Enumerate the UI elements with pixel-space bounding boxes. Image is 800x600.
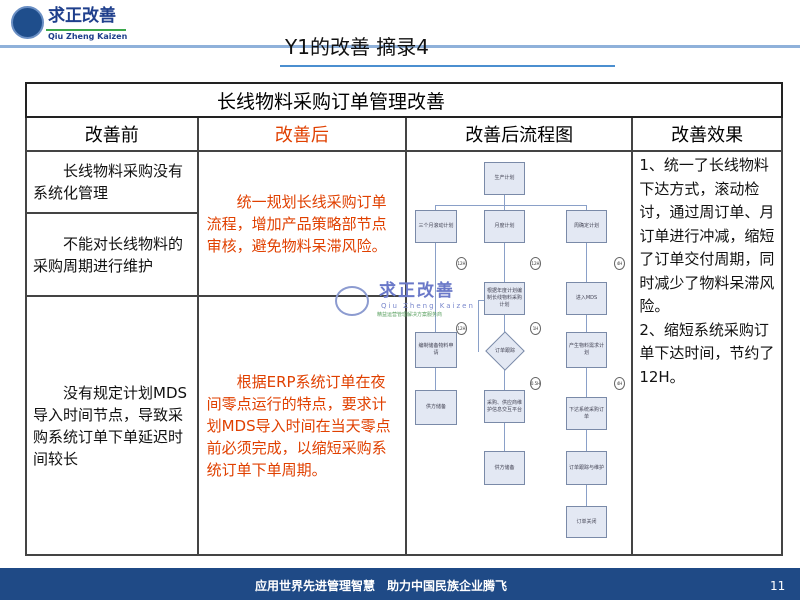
watermark-emblem-icon <box>335 286 369 316</box>
process-flowchart: 生产计划 三个月滚动计划 月度计划 周确定计划 编制储备物料申请 根据年度计划编… <box>408 152 631 554</box>
footer-slogan: 应用世界先进管理智慧 助力中国民族企业腾飞 <box>255 579 508 593</box>
time-badge: 12H <box>456 257 467 270</box>
header-effect: 改善效果 <box>631 116 783 152</box>
flow-box: 生产计划 <box>484 162 525 195</box>
flow-decision-label: 订单跟踪 <box>494 348 515 354</box>
watermark-cn: 求正改善 <box>379 281 455 301</box>
flow-box: 供方储备 <box>484 451 525 485</box>
slide-title: Y1的改善 摘录4 <box>285 35 430 59</box>
logo: 求正改善 Qiu Zheng Kaizen <box>6 4 196 44</box>
flow-box: 采购、供应商维护信息交互平台 <box>484 390 525 423</box>
time-badge: 1H <box>530 322 541 335</box>
watermark-sub: 精益运营管理解决方案服务商 <box>377 312 443 318</box>
time-badge: 4H <box>614 377 625 390</box>
title-underline <box>280 65 615 67</box>
flow-box: 三个月滚动计划 <box>415 210 457 243</box>
time-badge: 12H <box>456 322 467 335</box>
before-cell: 长线物料采购没有系统化管理 <box>25 150 199 214</box>
logo-en: Qiu Zheng Kaizen <box>48 32 128 41</box>
flow-box: 月度计划 <box>484 210 525 243</box>
logo-divider <box>46 29 126 31</box>
after-cell: 根据ERP系统订单在夜间零点运行的特点，要求计划MDS导入时间在当天零点前必须完… <box>196 295 408 556</box>
footer: 应用世界先进管理智慧 助力中国民族企业腾飞 11 <box>0 568 800 600</box>
before-cell: 没有规定计划MDS导入时间节点，导致采购系统订单下单延迟时间较长 <box>25 295 199 556</box>
watermark-en: Qiu Zheng Kaizen <box>381 302 475 310</box>
effect-item: 1、统一了长线物料下达方式，滚动检讨，通过周订单、月订单进行冲减，缩短了订单交付… <box>639 156 775 315</box>
flow-box: 编制储备物料申请 <box>415 332 457 368</box>
logo-cn: 求正改善 <box>48 6 116 26</box>
effect-item: 2、缩短系统采购订单下达时间，节约了12H。 <box>639 320 775 386</box>
flow-box: 订单关闭 <box>566 506 607 538</box>
time-badge: 12H <box>530 257 541 270</box>
table-title: 长线物料采购订单管理改善 <box>25 82 783 118</box>
flow-box: 订单跟踪与维护 <box>566 451 607 485</box>
flow-box: 进入MDS <box>566 282 607 315</box>
page-number: 11 <box>770 579 786 593</box>
effect-cell: 1、统一了长线物料下达方式，滚动检讨，通过周订单、月订单进行冲减，缩短了订单交付… <box>631 150 783 556</box>
header-after: 改善后 <box>196 116 408 152</box>
header-flowchart: 改善后流程图 <box>405 116 634 152</box>
flow-box: 周确定计划 <box>566 210 607 243</box>
flow-box: 供方储备 <box>415 390 457 425</box>
flow-box: 根据年度计划编制长线物料采购计划 <box>484 282 525 315</box>
logo-emblem-icon <box>11 6 44 39</box>
watermark: 求正改善 Qiu Zheng Kaizen 精益运营管理解决方案服务商 <box>335 282 475 322</box>
before-cell: 不能对长线物料的采购周期进行维护 <box>25 212 199 297</box>
header-before: 改善前 <box>25 116 199 152</box>
after-cell: 统一规划长线采购订单流程，增加产品策略部节点审核，避免物料呆滞风险。 <box>196 150 408 297</box>
flow-box: 下达系统采购订单 <box>566 397 607 430</box>
header-divider <box>0 45 800 48</box>
time-badge: 0.5H <box>530 377 541 390</box>
flow-box: 产生物料需求计划 <box>566 332 607 368</box>
time-badge: 4H <box>614 257 625 270</box>
